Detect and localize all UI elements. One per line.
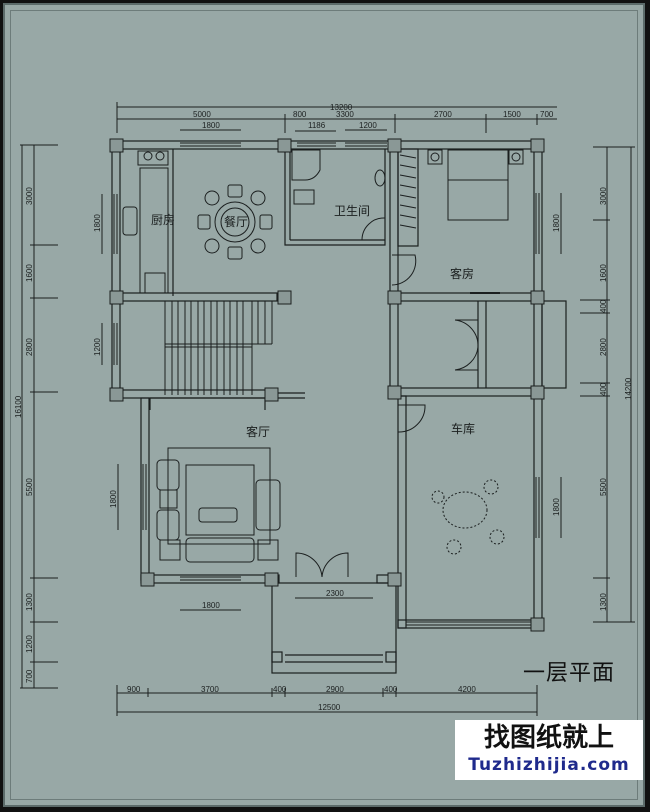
svg-text:2300: 2300	[326, 589, 344, 598]
svg-text:2800: 2800	[25, 338, 34, 356]
svg-text:1600: 1600	[25, 264, 34, 282]
garage-plants	[431, 479, 505, 555]
svg-text:1800: 1800	[552, 498, 561, 516]
bottom-dimensions: 900 3700 400 2900 400 4200 12500 1800 23…	[116, 589, 538, 716]
sofa-set	[156, 447, 281, 563]
watermark-url: Tuzhizhijia.com	[468, 755, 630, 775]
svg-text:700: 700	[540, 110, 554, 119]
watermark-cn: 找图纸就上	[483, 723, 614, 753]
drawing-border	[10, 10, 638, 800]
svg-text:13200: 13200	[330, 103, 353, 112]
svg-text:3000: 3000	[599, 187, 608, 205]
svg-text:1800: 1800	[202, 601, 220, 610]
svg-text:1300: 1300	[25, 593, 34, 611]
right-dimensions: 14200 3000 1600 400 2800 400 5500 1300 1…	[552, 146, 635, 623]
kitchen-fixtures	[122, 150, 169, 294]
entrance-doors	[295, 552, 349, 578]
svg-text:5500: 5500	[599, 478, 608, 496]
svg-text:5500: 5500	[25, 478, 34, 496]
svg-text:1600: 1600	[599, 264, 608, 282]
svg-text:700: 700	[25, 669, 34, 683]
svg-text:400: 400	[273, 685, 287, 694]
room-label-garage: 车库	[451, 421, 475, 436]
svg-text:1500: 1500	[503, 110, 521, 119]
guest-room-furniture	[391, 149, 524, 294]
svg-text:1800: 1800	[202, 121, 220, 130]
dining-table	[197, 184, 273, 260]
room-label-bathroom: 卫生间	[334, 204, 370, 218]
svg-text:5000: 5000	[193, 110, 211, 119]
svg-text:2800: 2800	[599, 338, 608, 356]
room-label-guest-room: 客房	[450, 266, 474, 281]
svg-text:3300: 3300	[336, 110, 354, 119]
top-dimensions: 13200 5000 800 3300 2700 1500 700 1800 1…	[116, 102, 557, 133]
svg-text:16100: 16100	[14, 395, 23, 418]
svg-text:900: 900	[127, 685, 141, 694]
svg-text:4200: 4200	[458, 685, 476, 694]
watermark-logo: 找图纸就上 Tuzhizhijia.com	[455, 720, 643, 780]
windows	[113, 142, 540, 626]
svg-text:14200: 14200	[624, 377, 633, 400]
svg-text:800: 800	[293, 110, 307, 119]
svg-text:2900: 2900	[326, 685, 344, 694]
room-label-living-room: 客厅	[246, 424, 270, 439]
svg-text:1300: 1300	[599, 593, 608, 611]
svg-text:1186: 1186	[308, 121, 326, 130]
svg-text:1800: 1800	[109, 490, 118, 508]
svg-text:3000: 3000	[25, 187, 34, 205]
room-label-dining: 餐厅	[224, 214, 248, 229]
staircase	[164, 300, 273, 395]
room-label-kitchen: 厨房	[151, 212, 175, 227]
svg-text:400: 400	[599, 382, 608, 396]
room-labels: 厨房 餐厅 卫生间 客房 客厅 车库	[151, 204, 475, 439]
svg-text:2700: 2700	[434, 110, 452, 119]
drawing-title: 一层平面	[523, 661, 616, 686]
svg-text:1200: 1200	[359, 121, 377, 130]
bathroom-fixtures	[291, 149, 386, 241]
svg-text:1200: 1200	[25, 635, 34, 653]
svg-text:1800: 1800	[552, 214, 561, 232]
hallway-doors	[397, 319, 479, 433]
columns	[109, 138, 545, 632]
svg-text:12500: 12500	[318, 703, 341, 712]
svg-text:1800: 1800	[93, 214, 102, 232]
left-dimensions: 16100 3000 1600 2800 5500 1300 1200 700 …	[14, 144, 119, 689]
svg-text:400: 400	[599, 299, 608, 313]
svg-text:400: 400	[384, 685, 398, 694]
svg-text:1200: 1200	[93, 338, 102, 356]
svg-text:3700: 3700	[201, 685, 219, 694]
